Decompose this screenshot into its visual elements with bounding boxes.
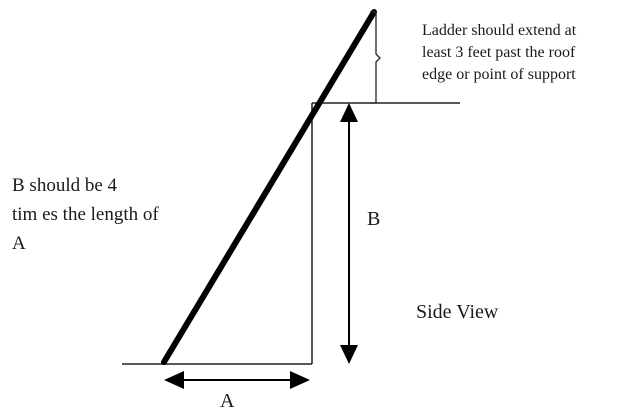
extension-note-line: edge or point of support xyxy=(422,66,576,83)
height-arrow-head-up xyxy=(340,103,358,122)
ladder xyxy=(161,9,377,365)
extension-note-line: Ladder should extend at xyxy=(422,22,577,39)
ratio-note-line: B should be 4 xyxy=(12,175,118,196)
ratio-note-line: A xyxy=(12,233,26,254)
extension-note-line: least 3 feet past the roof xyxy=(422,44,576,61)
height-arrow-head-down xyxy=(340,345,358,364)
height-label-b: B xyxy=(367,208,381,230)
base-arrow-head-left xyxy=(164,371,184,389)
view-label: Side View xyxy=(416,301,499,323)
ratio-note: B should be 4 tim es the length of A xyxy=(12,171,159,258)
extension-note: Ladder should extend at least 3 feet pas… xyxy=(422,20,576,86)
base-label-a: A xyxy=(220,390,235,412)
ratio-note-line: tim es the length of xyxy=(12,204,159,225)
base-arrow-head-right xyxy=(290,371,310,389)
extension-bracket xyxy=(370,11,381,104)
